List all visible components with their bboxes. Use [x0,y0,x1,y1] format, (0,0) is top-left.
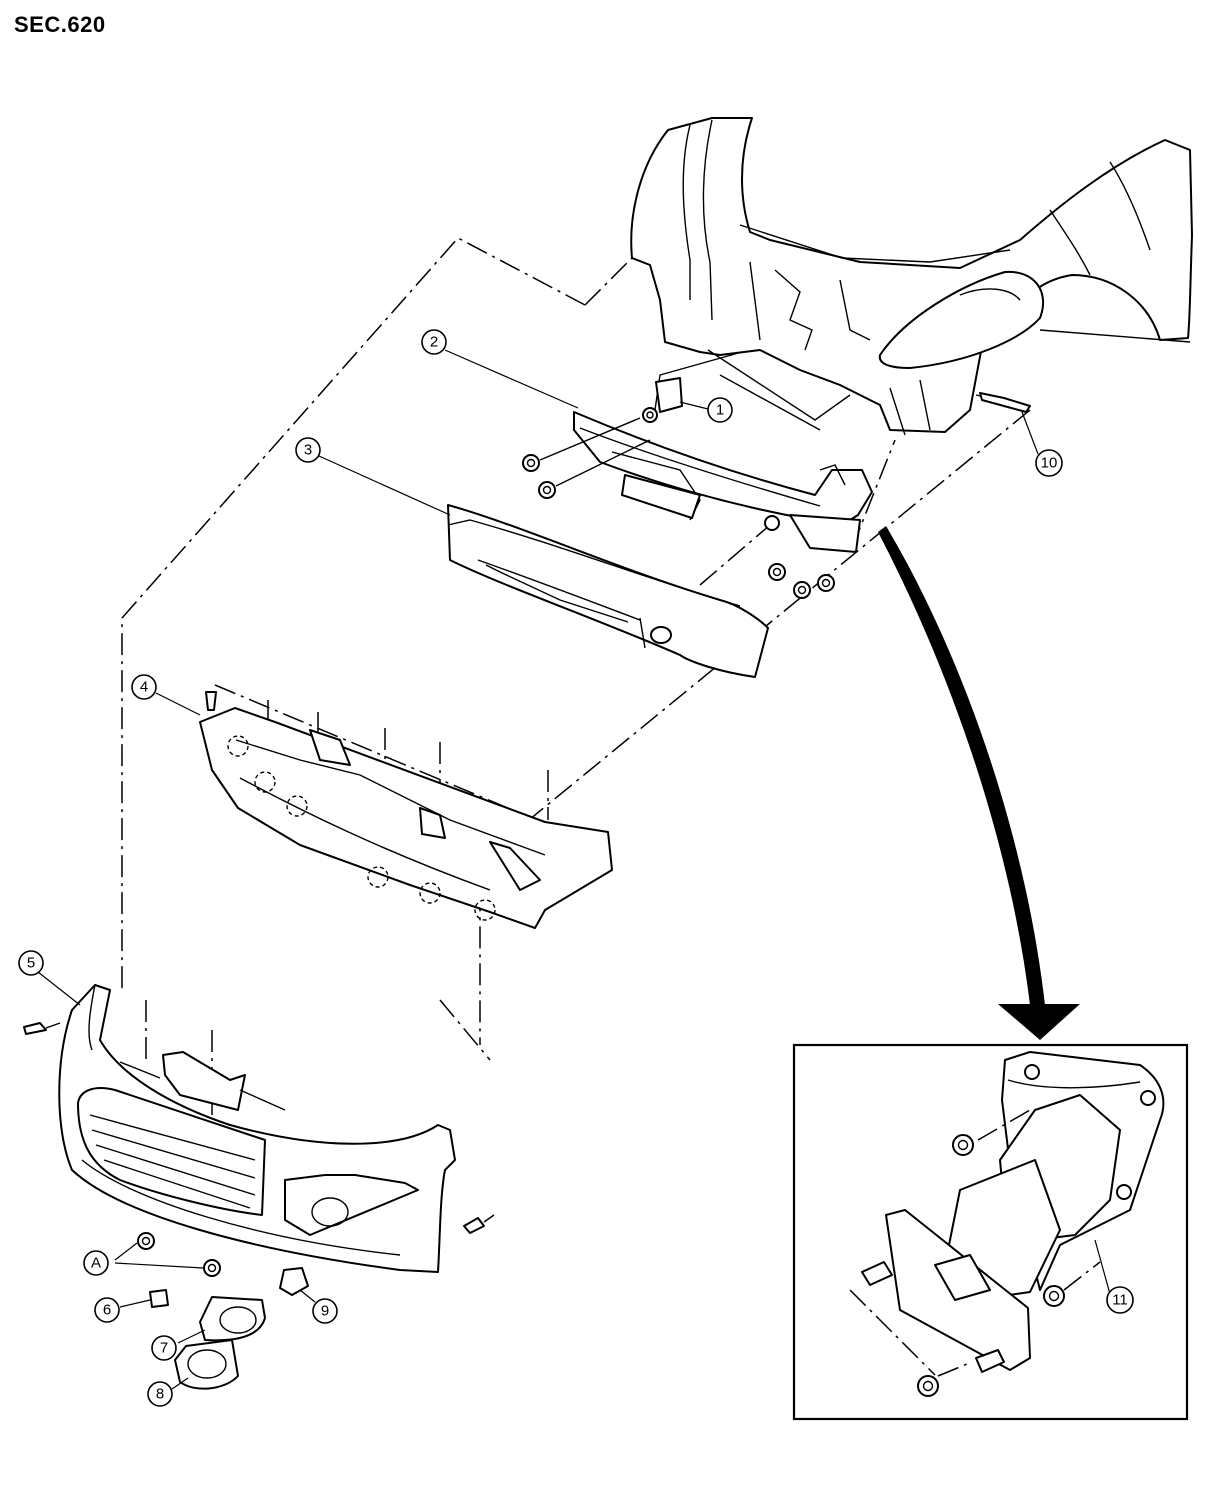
callout-9-label: 9 [321,1303,329,1320]
callout-A-label: A [91,1255,101,1272]
bumper-reinforcement [573,411,873,553]
leader-lines [37,349,1111,1390]
section-label: SEC.620 [14,12,106,37]
callout-10-label: 10 [1041,455,1058,472]
callout-10: 10 [1035,449,1063,477]
callout-2-label: 2 [430,334,438,351]
nut-group-upper [522,407,835,599]
callout-11-label: 11 [1112,1292,1128,1309]
callout-6-label: 6 [103,1302,111,1319]
callout-2: 2 [421,329,447,355]
callout-A: A [83,1250,109,1276]
vehicle-front-body [630,117,1193,436]
small-parts [149,1267,309,1390]
bumper-energy-absorber [447,504,769,678]
detail-inset [792,1043,1189,1421]
part-9-grommet [279,1267,309,1296]
callout-1: 1 [707,397,733,423]
fastener-screws [23,1022,495,1277]
callout-3-label: 3 [304,442,312,459]
callout-7: 7 [151,1335,177,1361]
callout-8-label: 8 [156,1386,164,1403]
callout-11: 11 [1106,1286,1134,1314]
part-6-clip [149,1289,169,1308]
callout-1-label: 1 [716,402,724,419]
callout-4-label: 4 [140,679,148,696]
detail-pointer-arrow [878,526,1080,1040]
callout-7-label: 7 [160,1340,168,1357]
bumper-lower-bracket [199,691,613,929]
callout-6: 6 [94,1297,120,1323]
callout-4: 4 [131,674,157,700]
part-7-fog-lamp-cover [199,1296,266,1342]
callout-3: 3 [295,437,321,463]
front-bumper-fascia [58,984,456,1273]
callout-9: 9 [312,1298,338,1324]
part-8-fog-lamp-finisher [174,1339,239,1390]
callout-5-label: 5 [27,955,35,972]
callout-8: 8 [147,1381,173,1407]
part-10-bracket [979,392,1031,413]
callout-5: 5 [18,950,44,976]
